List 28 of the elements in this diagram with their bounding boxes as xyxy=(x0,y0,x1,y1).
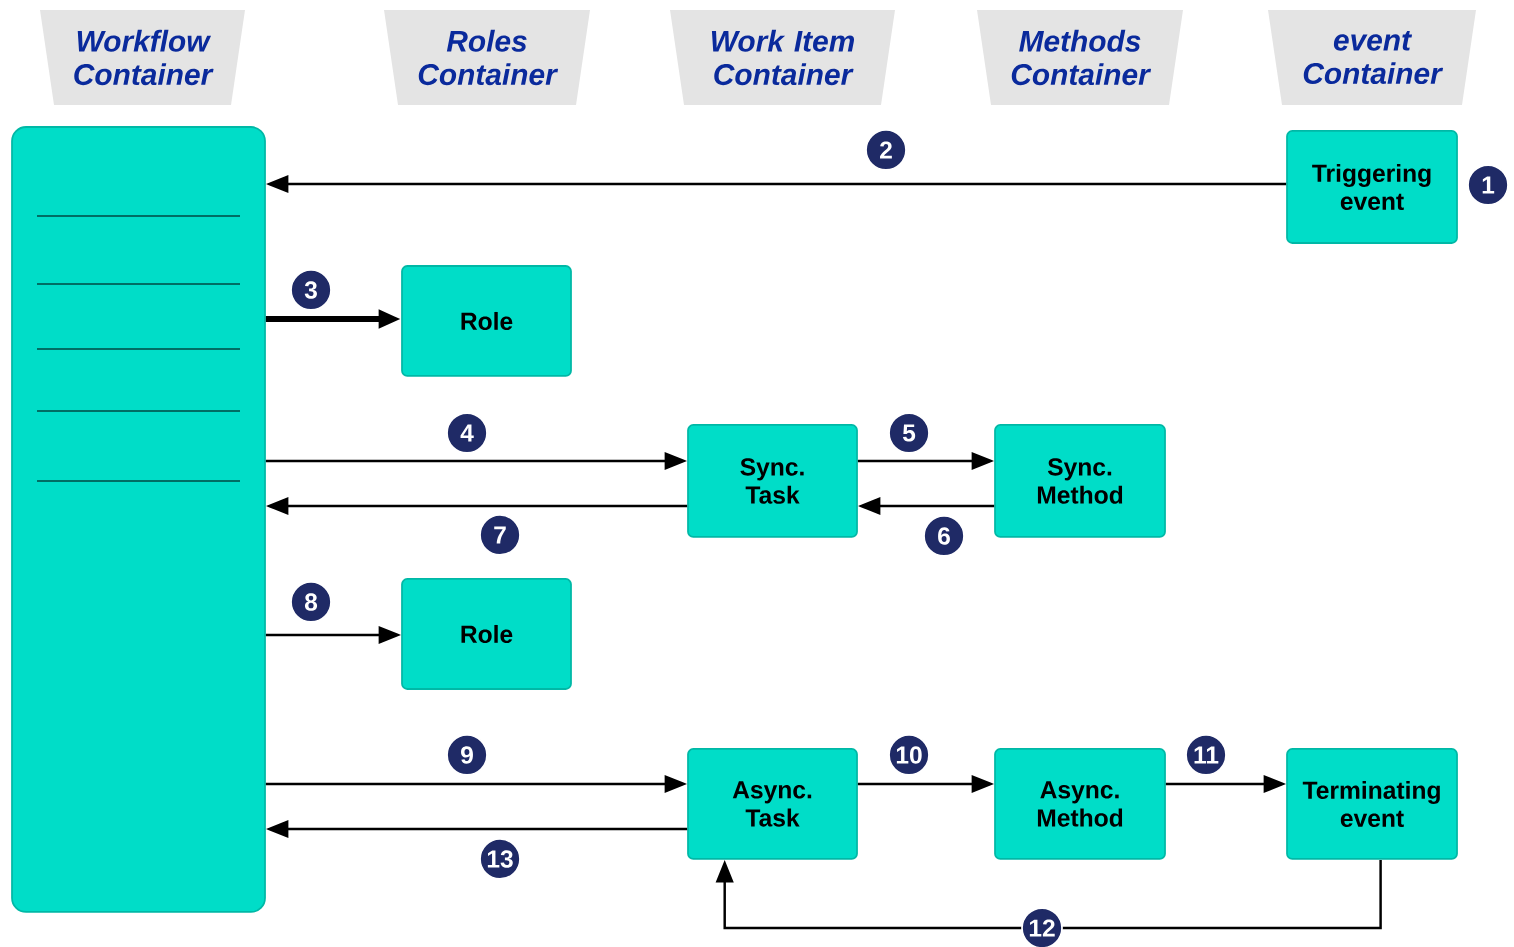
callout-number: 8 xyxy=(290,581,332,623)
callout-number: 9 xyxy=(446,734,488,776)
header-tab: Methods Container xyxy=(977,10,1183,105)
process-box: Role xyxy=(401,578,572,690)
callout-number: 6 xyxy=(923,515,965,557)
callout-number: 11 xyxy=(1185,734,1227,776)
process-box: Terminating event xyxy=(1286,748,1458,860)
process-box: Role xyxy=(401,265,572,377)
container-box xyxy=(11,126,266,913)
process-box: Triggering event xyxy=(1286,130,1458,244)
process-box: Sync. Task xyxy=(687,424,858,538)
callout-number: 3 xyxy=(290,269,332,311)
callout-number: 4 xyxy=(446,412,488,454)
process-box: Async. Method xyxy=(994,748,1166,860)
process-box: Async. Task xyxy=(687,748,858,860)
callout-number: 5 xyxy=(888,412,930,454)
header-tab: Workflow Container xyxy=(40,10,245,105)
process-box: Sync. Method xyxy=(994,424,1166,538)
header-tab: event Container xyxy=(1268,10,1476,105)
callout-number: 12 xyxy=(1021,907,1063,947)
callout-number: 13 xyxy=(479,838,521,880)
callout-number: 2 xyxy=(865,129,907,171)
arrow xyxy=(715,859,1382,930)
callout-number: 1 xyxy=(1467,164,1509,206)
callout-number: 10 xyxy=(888,734,930,776)
callout-number: 7 xyxy=(479,514,521,556)
header-tab: Work Item Container xyxy=(670,10,895,105)
header-tab: Roles Container xyxy=(384,10,590,105)
